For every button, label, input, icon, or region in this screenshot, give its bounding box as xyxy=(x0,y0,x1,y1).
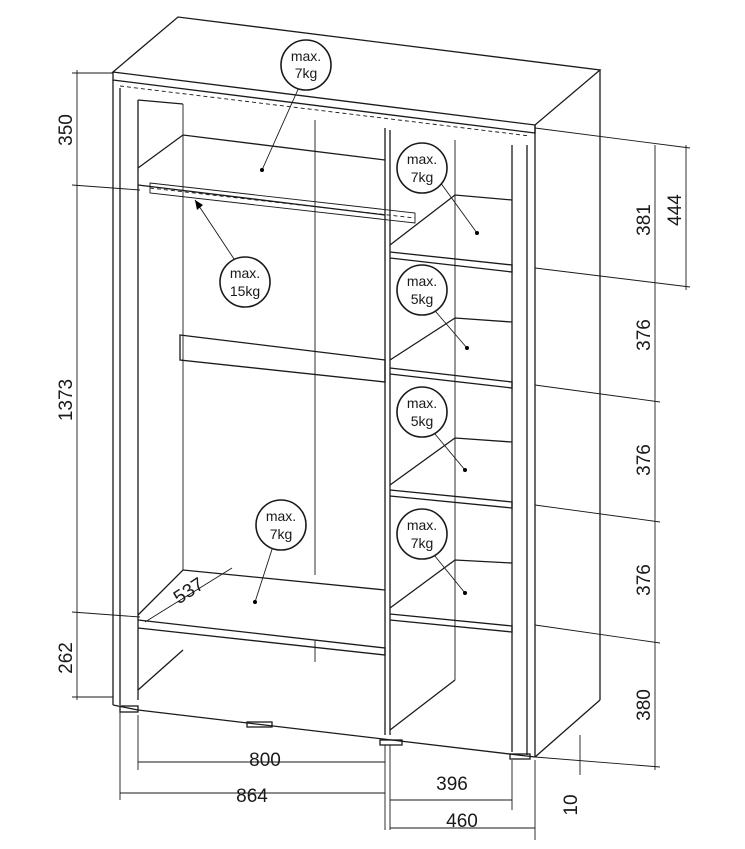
dim-262: 262 xyxy=(56,642,77,674)
load-label: max. xyxy=(266,508,296,524)
right-shelves xyxy=(389,140,513,731)
dim-1373: 1373 xyxy=(56,379,77,421)
load-badge-bottom-left: max. 7kg xyxy=(255,499,307,551)
load-label: max. xyxy=(230,265,260,281)
dim-376-b: 376 xyxy=(634,444,655,476)
dimension-lines xyxy=(71,70,691,840)
load-label: max. xyxy=(407,151,437,167)
load-badge-right-4: max. 7kg xyxy=(396,508,448,560)
load-value: 7kg xyxy=(295,65,318,81)
dim-376-c: 376 xyxy=(634,564,655,596)
dim-460: 460 xyxy=(446,811,478,832)
dim-864: 864 xyxy=(236,786,268,807)
load-label: max. xyxy=(407,273,437,289)
load-value: 5kg xyxy=(411,291,434,307)
load-badge-right-1: max. 7kg xyxy=(396,142,448,194)
dim-350: 350 xyxy=(56,114,77,146)
dim-381: 381 xyxy=(634,204,655,236)
load-value: 5kg xyxy=(411,413,434,429)
load-badge-rail: max. 15kg xyxy=(219,256,271,308)
load-badge-right-3: max. 5kg xyxy=(396,386,448,438)
dimension-labels: 350 1373 262 381 444 376 376 376 380 800… xyxy=(56,114,686,832)
load-label: max. xyxy=(407,395,437,411)
load-value: 15kg xyxy=(230,283,260,299)
dim-444: 444 xyxy=(665,194,686,226)
load-value: 7kg xyxy=(270,526,293,542)
load-value: 7kg xyxy=(411,535,434,551)
load-label: max. xyxy=(291,48,321,64)
dim-380: 380 xyxy=(634,689,655,721)
dim-10: 10 xyxy=(561,794,582,815)
dim-537: 537 xyxy=(170,574,208,609)
load-label: max. xyxy=(407,517,437,533)
wardrobe-body xyxy=(111,16,602,760)
dim-396: 396 xyxy=(436,774,468,795)
load-badge-top-shelf: max. 7kg xyxy=(280,39,332,91)
load-callouts: max. 7kg max. 15kg max. 7kg max. 7kg max… xyxy=(194,39,479,604)
load-badge-right-2: max. 5kg xyxy=(396,264,448,316)
dim-800: 800 xyxy=(249,750,281,771)
dim-376-a: 376 xyxy=(634,319,655,351)
load-value: 7kg xyxy=(411,169,434,185)
